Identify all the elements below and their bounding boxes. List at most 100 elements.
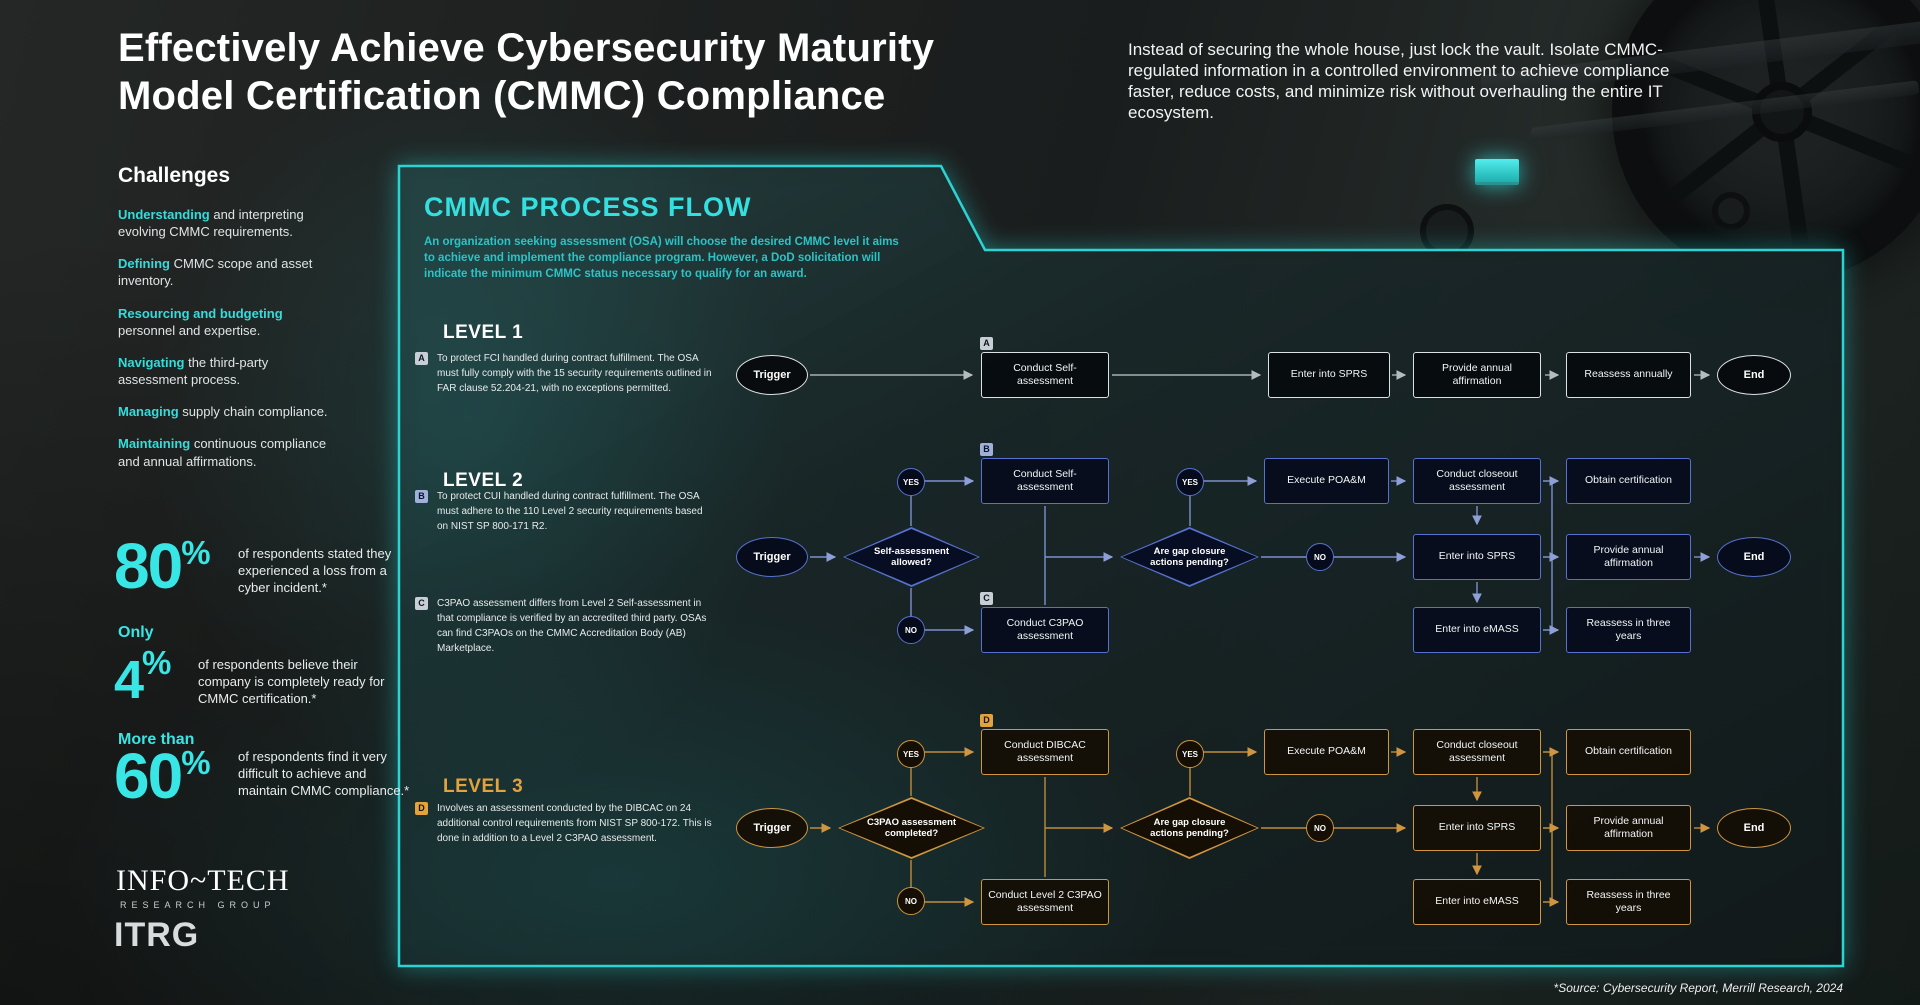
challenge-lead: Resourcing and budgeting [118, 305, 283, 321]
level1-note: A To protect FCI handled during contract… [415, 351, 715, 396]
l2-box-reassess: Reassess in three years [1566, 607, 1691, 653]
challenge-lead: Navigating [118, 354, 185, 370]
note-d-text: Involves an assessment conducted by the … [437, 803, 712, 844]
l2-box-closeout: Conduct closeout assessment [1413, 458, 1541, 504]
l2-trigger: Trigger [736, 537, 808, 577]
l2-box-poam: Execute POA&M [1264, 458, 1389, 504]
l3-box-certification: Obtain certification [1566, 729, 1691, 775]
page-title-line-1: Effectively Achieve Cybersecurity Maturi… [118, 26, 935, 70]
challenge-text: continuous compliance and annual affirma… [118, 436, 327, 469]
level3-note: D Involves an assessment conducted by th… [415, 801, 715, 846]
l3-box-poam: Execute POA&M [1264, 729, 1389, 775]
l3-yes-indicator: YES [1176, 740, 1204, 768]
challenge-text: the third-party assessment process. [118, 354, 269, 388]
l3-decision-gap-closure: Are gap closure actions pending? [1120, 797, 1259, 859]
l3-box-reassess: Reassess in three years [1566, 879, 1691, 925]
challenge-item: Navigating the third-party assessment pr… [118, 354, 340, 388]
challenge-text: supply chain compliance. [178, 404, 328, 420]
challenge-item: Understanding and interpreting evolving … [118, 206, 340, 240]
challenge-text: CMMC scope and asset inventory. [118, 256, 313, 289]
challenge-lead: Defining [118, 256, 170, 272]
l1-trigger: Trigger [736, 355, 808, 395]
l2-box-emass: Enter into eMASS [1413, 607, 1541, 653]
stat-60-text: of respondents find it very difficult to… [238, 749, 410, 798]
level2-heading: LEVEL 2 [443, 470, 524, 491]
note-d-badge: D [415, 802, 428, 815]
l2-box-affirmation: Provide annual affirmation [1566, 534, 1691, 580]
page-title: Effectively Achieve Cybersecurity Maturi… [118, 24, 934, 120]
itrg-logo: ITRG [114, 916, 200, 954]
l2-end: End [1717, 537, 1791, 577]
flow-intro-line: indicate the minimum CMMC status necessa… [424, 268, 807, 280]
challenges-list: Understanding and interpreting evolving … [118, 206, 340, 485]
l2-decision-gap-closure: Are gap closure actions pending? [1120, 527, 1259, 587]
stat-80-text: of respondents stated they experienced a… [238, 546, 392, 595]
note-a-badge: A [415, 352, 428, 365]
l1-box-self-assessment: A Conduct Self-assessment [980, 337, 1109, 398]
note-a-text: To protect FCI handled during contract f… [437, 353, 712, 394]
stat-4-number: 4% [114, 644, 172, 710]
level2-note-c: C C3PAO assessment differs from Level 2 … [415, 596, 715, 656]
stat-60-qualifier: More than [118, 731, 195, 748]
note-c-badge: C [415, 597, 428, 610]
l1-end: End [1717, 355, 1791, 395]
flow-intro-line: An organization seeking assessment (OSA)… [424, 236, 899, 248]
l3-box-sprs: Enter into SPRS [1413, 805, 1541, 851]
l2-no-indicator: NO [897, 616, 925, 644]
source-note: *Source: Cybersecurity Report, Merrill R… [1553, 981, 1843, 995]
challenge-item: Defining CMMC scope and asset inventory. [118, 255, 340, 289]
level1-heading: LEVEL 1 [443, 322, 524, 343]
stat-4-qualifier: Only [118, 624, 154, 641]
l2-box-c3pao: C Conduct C3PAO assessment [980, 592, 1109, 653]
challenge-text: and interpreting evolving CMMC requireme… [118, 207, 304, 240]
note-c-text: C3PAO assessment differs from Level 2 Se… [437, 598, 707, 654]
badge-d: D [980, 714, 993, 727]
stat-60-number: 60% [114, 740, 211, 812]
challenge-lead: Understanding [118, 207, 210, 222]
page-title-line-2: Model Certification (CMMC) Compliance [118, 74, 886, 118]
l3-box-affirmation: Provide annual affirmation [1566, 805, 1691, 851]
l3-no-indicator: NO [897, 887, 925, 915]
l2-box-sprs: Enter into SPRS [1413, 534, 1541, 580]
note-b-text: To protect CUI handled during contract f… [437, 491, 703, 532]
flow-title: CMMC PROCESS FLOW [424, 192, 752, 222]
l1-box-reassess: Reassess annually [1566, 352, 1691, 398]
l3-yes-indicator: YES [897, 740, 925, 768]
challenge-item: Resourcing and budgeting personnel and e… [118, 305, 340, 339]
vault-keypad-light [1475, 159, 1519, 185]
challenge-item: Managing supply chain compliance. [118, 403, 340, 420]
l1-box-sprs: Enter into SPRS [1268, 352, 1390, 398]
flow-intro: An organization seeking assessment (OSA)… [424, 234, 899, 282]
l2-no-indicator: NO [1306, 543, 1334, 571]
challenge-lead: Maintaining [118, 436, 191, 452]
l2-yes-indicator: YES [897, 468, 925, 496]
level2-note-b: B To protect CUI handled during contract… [415, 489, 705, 534]
l3-box-level2-c3pao: Conduct Level 2 C3PAO assessment [981, 879, 1109, 925]
flow-intro-line: to achieve and implement the compliance … [424, 252, 881, 264]
note-b-badge: B [415, 490, 428, 503]
level3-heading: LEVEL 3 [443, 776, 524, 797]
l3-box-emass: Enter into eMASS [1413, 879, 1541, 925]
badge-b: B [980, 443, 993, 456]
l2-decision-self-assessment-allowed: Self-assessment allowed? [843, 527, 980, 587]
l3-no-indicator: NO [1306, 814, 1334, 842]
infotech-logo-tagline: RESEARCH GROUP [120, 900, 276, 910]
l2-box-self-assessment: B Conduct Self-assessment [980, 443, 1109, 504]
challenge-text: personnel and expertise. [118, 322, 261, 338]
badge-c: C [980, 592, 993, 605]
l2-box-certification: Obtain certification [1566, 458, 1691, 504]
stat-4-text: of respondents believe their company is … [198, 657, 385, 706]
stat-80-number: 80% [114, 530, 211, 602]
l1-box-affirmation: Provide annual affirmation [1413, 352, 1541, 398]
panel-glow [150, 40, 790, 800]
challenge-lead: Managing [118, 404, 179, 420]
l3-decision-c3pao-completed: C3PAO assessment completed? [838, 797, 985, 859]
l3-box-dibcac: D Conduct DIBCAC assessment [980, 714, 1109, 775]
l3-end: End [1717, 808, 1791, 848]
l2-yes-indicator: YES [1176, 468, 1204, 496]
infotech-logo: INFO~TECH [116, 864, 290, 897]
challenges-heading: Challenges [118, 164, 231, 187]
l3-box-closeout: Conduct closeout assessment [1413, 729, 1541, 775]
challenge-item: Maintaining continuous compliance and an… [118, 435, 340, 469]
